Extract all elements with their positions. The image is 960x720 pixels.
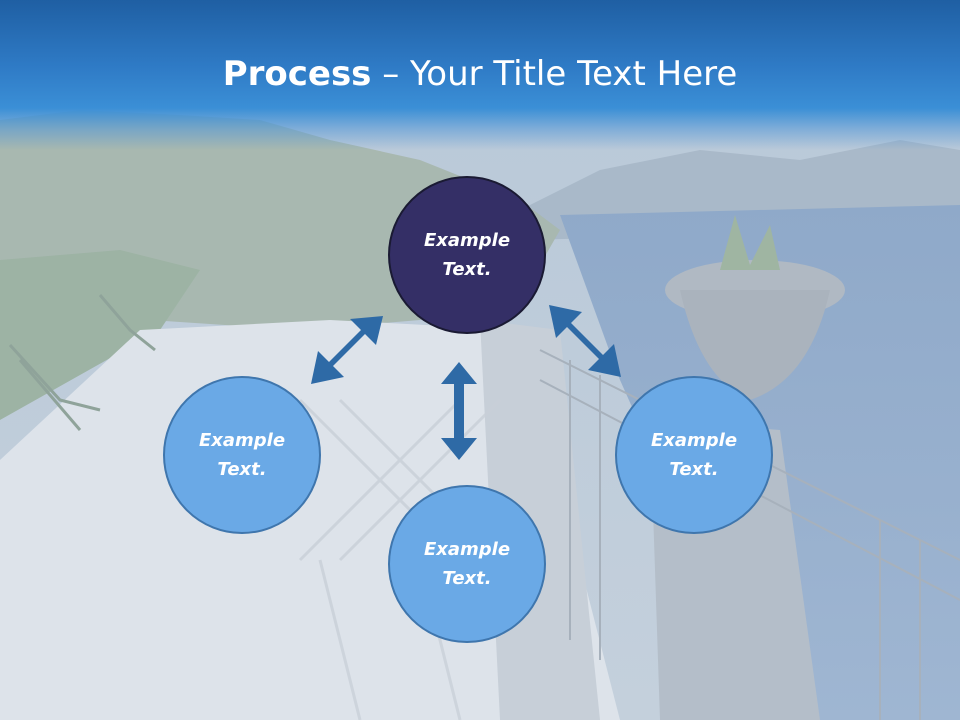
arrow-vertical xyxy=(441,362,477,460)
center-node-text: Example Text. xyxy=(423,230,511,280)
left-node: Example Text. xyxy=(163,376,321,534)
slide-title: Process – Your Title Text Here xyxy=(0,52,960,96)
slide-title-rest: – Your Title Text Here xyxy=(371,54,738,94)
right-node: Example Text. xyxy=(615,376,773,534)
bottom-node-text: Example Text. xyxy=(423,539,511,589)
right-node-text: Example Text. xyxy=(650,430,738,480)
bottom-node: Example Text. xyxy=(388,485,546,643)
center-node: Example Text. xyxy=(388,176,546,334)
left-node-text: Example Text. xyxy=(198,430,286,480)
slide-title-bold: Process xyxy=(222,54,372,94)
title-band xyxy=(0,0,960,150)
arrow-top-left xyxy=(311,316,383,384)
arrow-top-right xyxy=(549,305,621,377)
